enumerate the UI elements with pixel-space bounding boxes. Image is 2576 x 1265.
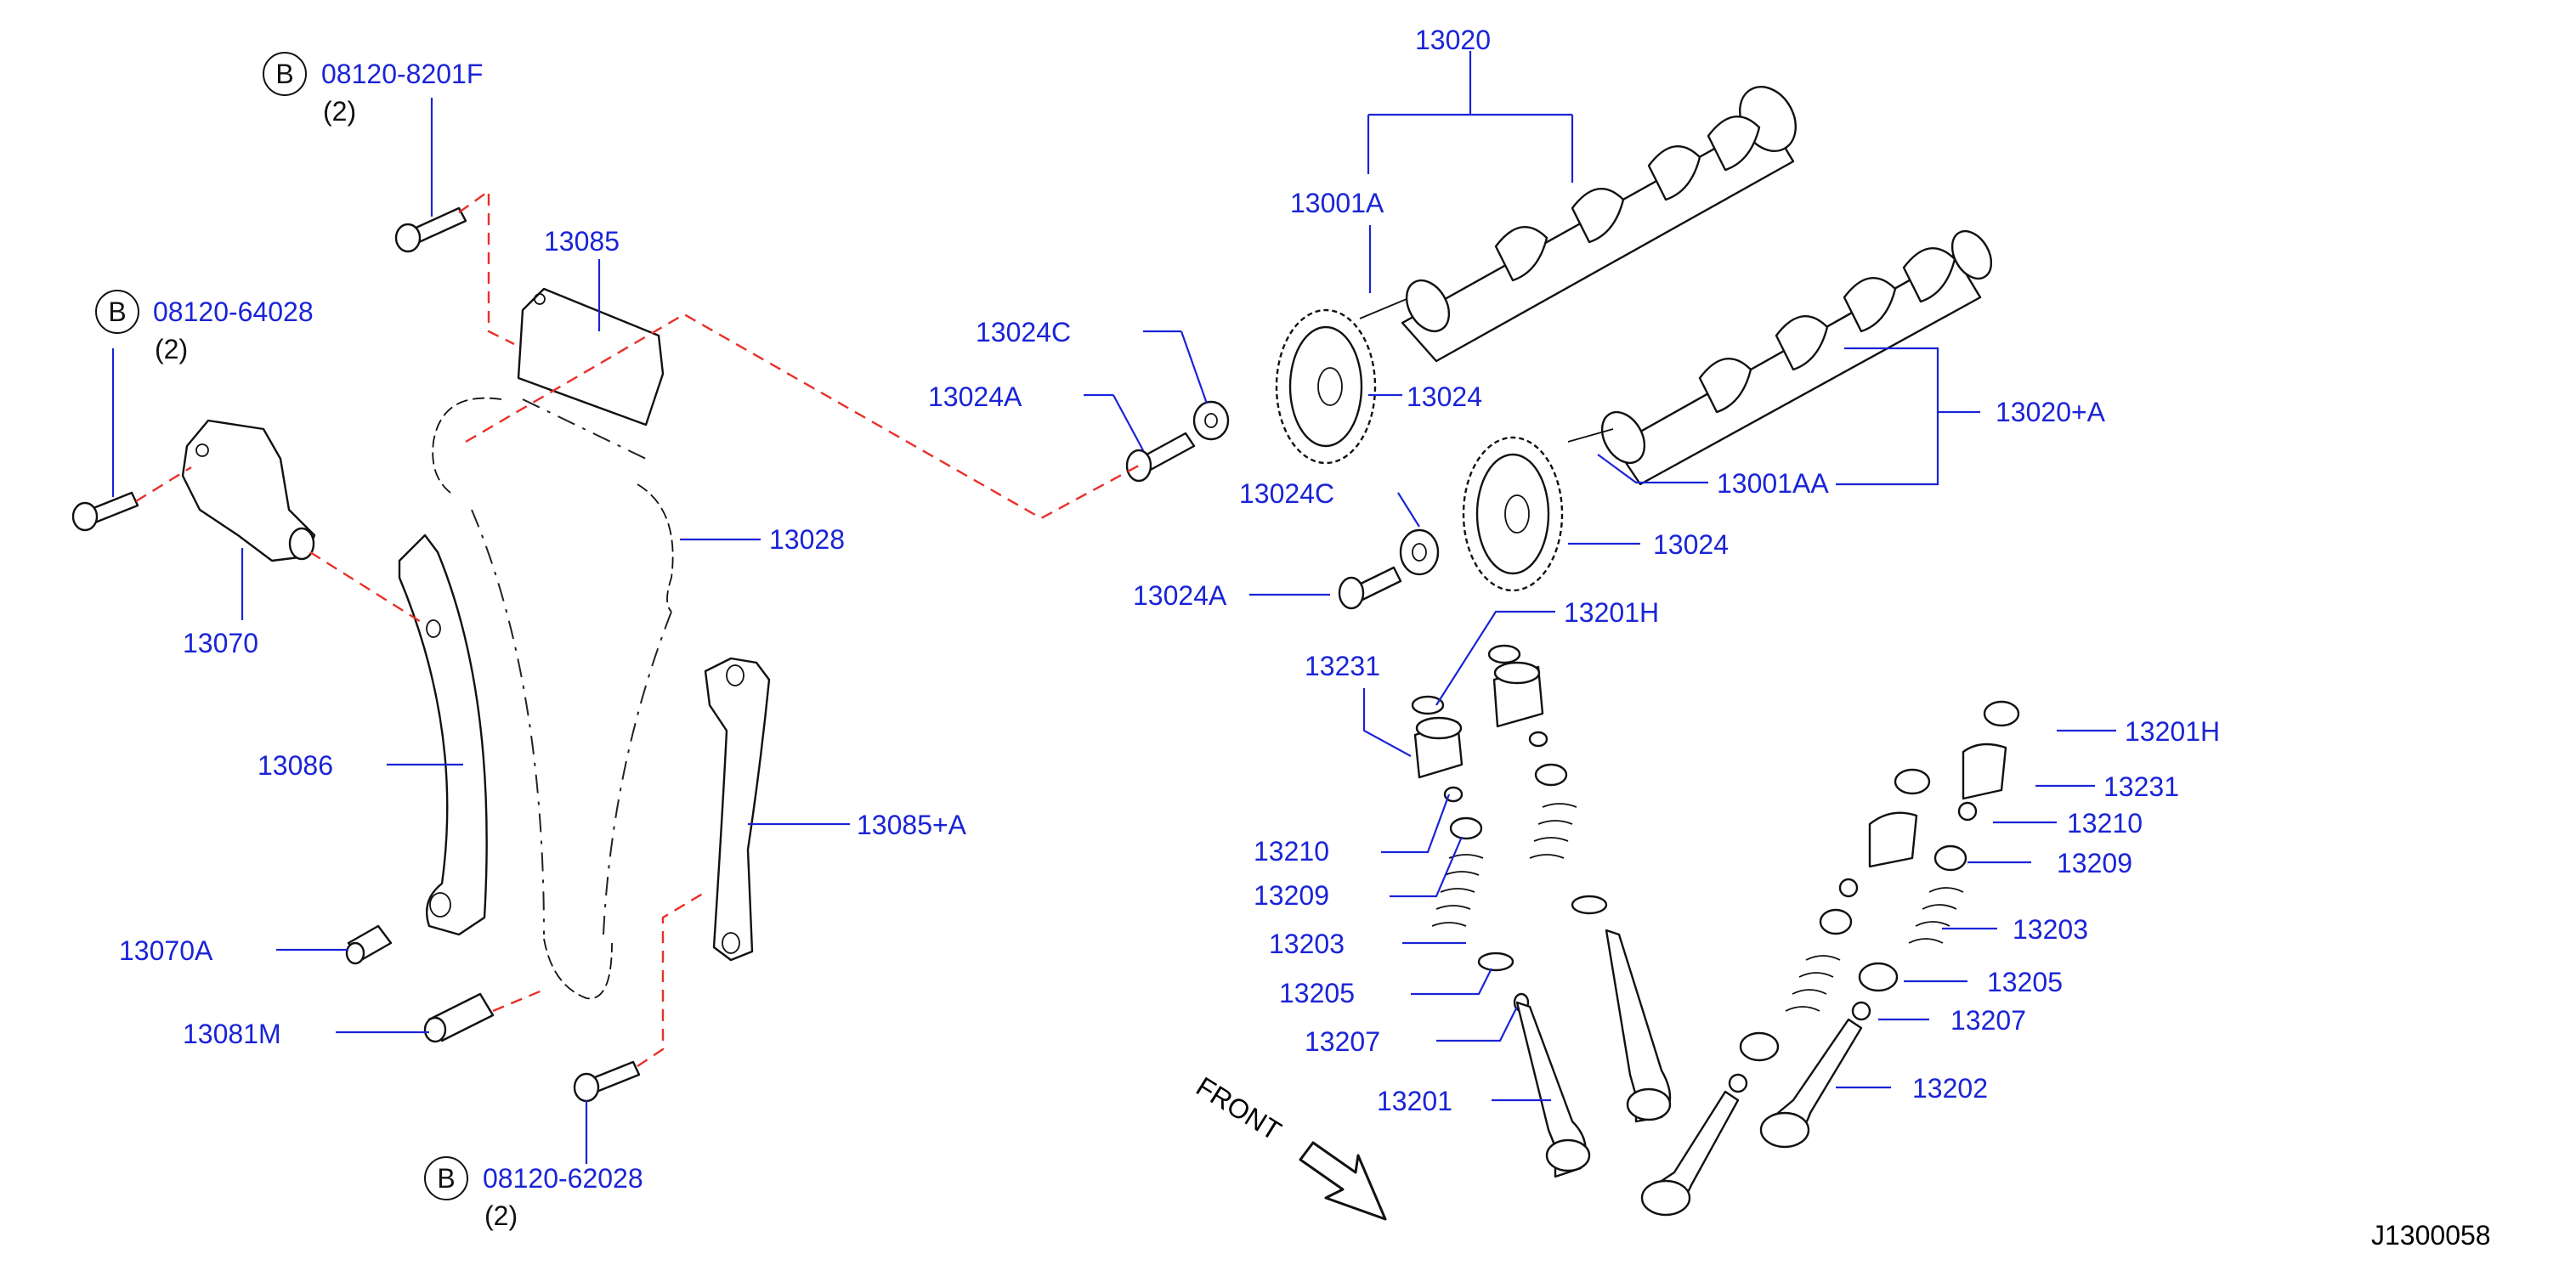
label-13201H-right: 13201H — [2125, 716, 2220, 747]
label-13203-left: 13203 — [1269, 929, 1345, 959]
label-13209-right: 13209 — [2057, 848, 2132, 878]
tensioner-plunger-13070A — [345, 924, 393, 965]
label-13024A-top: 13024A — [928, 381, 1022, 412]
label-13081M: 13081M — [183, 1019, 281, 1049]
label-13231-right: 13231 — [2103, 771, 2179, 802]
label-13001AA: 13001AA — [1717, 468, 1829, 499]
label-13024-bottom: 13024 — [1653, 529, 1729, 560]
valve-group-left — [1411, 695, 1591, 1178]
valve-group-left-2 — [1487, 644, 1672, 1123]
label-13024-top: 13024 — [1407, 381, 1482, 412]
label-13086: 13086 — [258, 750, 333, 781]
label-13085A: 13085+A — [857, 810, 967, 840]
timing-chain — [432, 397, 674, 1000]
bolt-part-08120-62028: 08120-62028 — [483, 1163, 643, 1194]
diagram-code: J1300058 — [2371, 1220, 2491, 1251]
bolt-08120-64028 — [71, 491, 139, 532]
label-13020A: 13020+A — [1996, 397, 2106, 427]
camshaft-lower — [1567, 229, 1993, 486]
label-13207-right: 13207 — [1950, 1005, 2026, 1036]
chain-guide-slack — [704, 657, 771, 962]
leader-lines — [111, 51, 2116, 1164]
label-13209-left: 13209 — [1254, 880, 1329, 911]
label-13001A: 13001A — [1290, 188, 1384, 218]
bolt-08120-62028 — [573, 1060, 641, 1103]
front-arrow-icon — [1299, 1141, 1387, 1221]
label-13205-left: 13205 — [1279, 978, 1355, 1008]
label-13024C-top: 13024C — [976, 317, 1071, 347]
bolt-callout-3: B 08120-62028 (2) — [424, 1156, 643, 1231]
part-13081M — [423, 992, 495, 1043]
bolt-qty-1: (2) — [323, 96, 356, 127]
label-13201: 13201 — [1377, 1086, 1452, 1116]
label-13020: 13020 — [1415, 25, 1491, 55]
b-marker: B — [108, 296, 126, 327]
label-13205-right: 13205 — [1987, 967, 2063, 997]
bolt-08120-8201F — [394, 206, 467, 253]
label-13207-left: 13207 — [1305, 1026, 1380, 1057]
washer-13024C-top — [1192, 400, 1230, 441]
b-marker-circle — [263, 52, 307, 96]
label-13201H-left: 13201H — [1564, 597, 1659, 628]
chain-guide-upper — [517, 287, 665, 426]
b-marker-circle — [95, 290, 139, 334]
label-13070: 13070 — [183, 628, 258, 658]
bolt-qty-3: (2) — [484, 1200, 518, 1231]
label-13024C-bottom: 13024C — [1239, 478, 1334, 509]
label-13085: 13085 — [544, 226, 620, 257]
front-arrow: FRONT — [1191, 1070, 1387, 1221]
b-marker: B — [437, 1163, 455, 1194]
b-marker-circle — [424, 1156, 468, 1200]
cam-sprocket-upper — [1275, 308, 1377, 465]
cam-sprocket-lower — [1462, 436, 1564, 592]
bolt-part-08120-64028: 08120-64028 — [153, 296, 314, 327]
valve-group-right — [1759, 700, 2020, 1149]
cam-lobes-upper — [1494, 116, 1761, 282]
assembly-lines — [135, 189, 1140, 1067]
label-13203-right: 13203 — [2013, 914, 2088, 945]
washer-13024C-bottom — [1399, 528, 1440, 576]
bolt-part-08120-8201F: 08120-8201F — [321, 59, 483, 89]
label-13231-left: 13231 — [1305, 651, 1380, 681]
chain-tensioner — [181, 419, 316, 562]
labels: 13020 13001A 13024C 13024A 13024 13020+A… — [119, 25, 2220, 1116]
bolt-callout-1: B 08120-8201F (2) — [263, 52, 483, 127]
label-13210-left: 13210 — [1254, 836, 1329, 867]
b-marker: B — [275, 59, 293, 89]
label-13210-right: 13210 — [2067, 808, 2143, 839]
front-label: FRONT — [1191, 1070, 1287, 1146]
label-13070A: 13070A — [119, 935, 213, 966]
label-13028: 13028 — [769, 524, 845, 555]
bolt-qty-2: (2) — [155, 334, 188, 364]
tensioner-arm — [398, 534, 488, 936]
bolt-callout-2: B 08120-64028 (2) — [95, 290, 314, 364]
label-13024A-bottom: 13024A — [1133, 580, 1227, 611]
valve-group-right-2 — [1640, 768, 1931, 1217]
label-13202: 13202 — [1912, 1073, 1988, 1104]
camshaft-upper — [1359, 86, 1797, 363]
